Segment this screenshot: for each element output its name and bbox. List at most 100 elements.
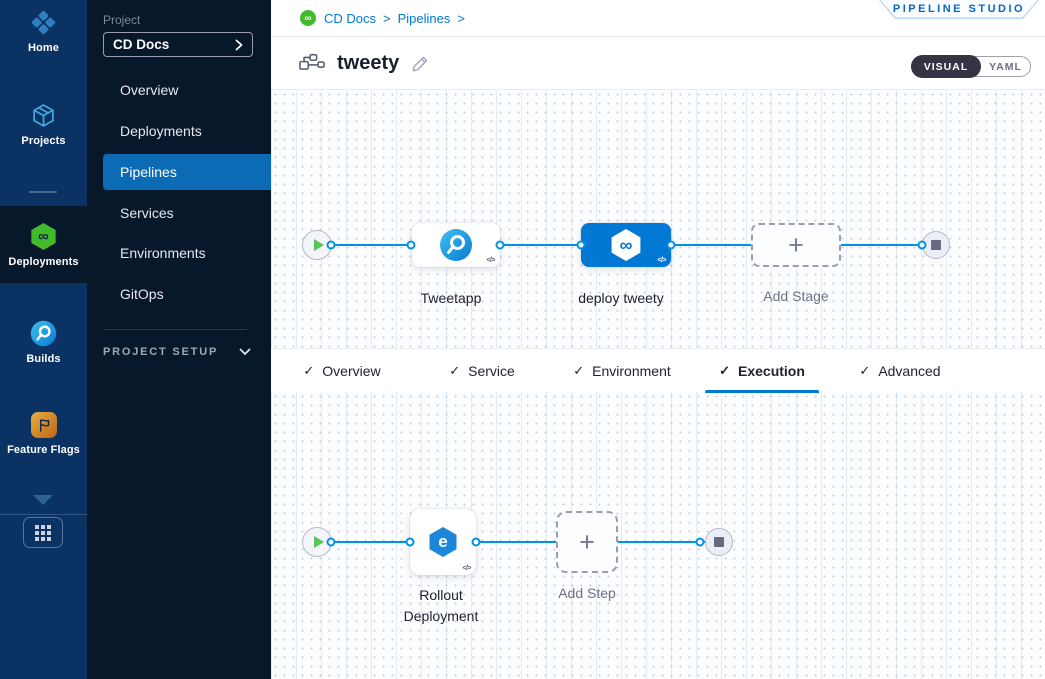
tab-label: Environment bbox=[592, 363, 671, 379]
project-sidebar: Project CD Docs Overview Deployments Pip… bbox=[87, 0, 271, 679]
breadcrumb-separator: > bbox=[383, 10, 391, 26]
stage-label-deploy-tweety: deploy tweety bbox=[578, 290, 664, 306]
add-stage-button[interactable]: + bbox=[751, 223, 841, 267]
visual-yaml-toggle[interactable]: VISUAL YAML bbox=[911, 55, 1031, 78]
code-icon: </> bbox=[462, 565, 471, 572]
tab-overview[interactable]: ✓ Overview bbox=[303, 349, 380, 393]
connector-port[interactable] bbox=[471, 537, 481, 547]
stop-icon bbox=[714, 537, 724, 547]
check-icon: ✓ bbox=[573, 363, 585, 378]
connector-port[interactable] bbox=[666, 240, 676, 250]
stage-label-tweetapp: Tweetapp bbox=[420, 290, 482, 306]
module-rail: Home Projects ∞ Deployments Builds Featu… bbox=[0, 0, 87, 679]
infinity-glyph: ∞ bbox=[619, 234, 633, 255]
module-item-projects[interactable]: Projects bbox=[0, 102, 87, 147]
check-icon: ✓ bbox=[859, 363, 871, 378]
projects-icon bbox=[33, 104, 54, 127]
infinity-glyph: ∞ bbox=[304, 12, 312, 24]
rollout-e-glyph: e bbox=[438, 532, 448, 551]
step-label-rollout-deployment: Rollout Deployment bbox=[403, 587, 479, 624]
add-step-button[interactable]: + bbox=[556, 511, 618, 573]
edit-pencil-icon[interactable] bbox=[411, 54, 430, 73]
stage-canvas: </> ∞ </> + Tweetapp deploy tweety Add S… bbox=[271, 90, 1045, 348]
tab-advanced[interactable]: ✓ Advanced bbox=[859, 349, 940, 393]
code-icon: </> bbox=[486, 257, 495, 264]
builds-ci-icon bbox=[30, 320, 57, 347]
tab-label: Execution bbox=[738, 363, 805, 379]
rollout-deployment-icon: e bbox=[429, 527, 457, 557]
module-item-deployments[interactable]: ∞ Deployments bbox=[0, 206, 87, 283]
stage-node-tweetapp[interactable]: </> bbox=[412, 223, 500, 267]
connector-port[interactable] bbox=[326, 240, 336, 250]
check-icon: ✓ bbox=[449, 363, 461, 378]
connector-port[interactable] bbox=[405, 537, 415, 547]
ci-stage-icon bbox=[440, 229, 472, 261]
connector-port[interactable] bbox=[495, 240, 505, 250]
project-selector[interactable]: CD Docs bbox=[103, 32, 253, 57]
step-connector-line bbox=[331, 541, 705, 543]
project-selector-value: CD Docs bbox=[113, 37, 170, 52]
execution-end-node[interactable] bbox=[705, 528, 733, 556]
tab-label: Overview bbox=[322, 363, 381, 379]
project-setup-toggle[interactable]: PROJECT SETUP bbox=[103, 346, 251, 358]
stop-icon bbox=[931, 240, 941, 250]
stage-node-deploy-tweety[interactable]: ∞ </> bbox=[581, 223, 671, 267]
add-step-label: Add Step bbox=[558, 585, 616, 601]
pipeline-studio-badge-label: PIPELINE STUDIO bbox=[892, 2, 1026, 15]
tab-execution[interactable]: ✓ Execution bbox=[705, 349, 819, 393]
pipeline-graph-icon bbox=[299, 53, 325, 70]
step-node-rollout-deployment[interactable]: e </> bbox=[410, 509, 476, 575]
grid-icon bbox=[35, 524, 51, 541]
module-grid-button[interactable] bbox=[23, 517, 63, 548]
toggle-yaml-option[interactable]: YAML bbox=[989, 60, 1022, 73]
infinity-glyph: ∞ bbox=[38, 228, 49, 245]
sidebar-item-pipelines[interactable]: Pipelines bbox=[103, 154, 271, 190]
connector-port[interactable] bbox=[695, 537, 705, 547]
module-item-home[interactable]: Home bbox=[0, 9, 87, 54]
connector-port[interactable] bbox=[406, 240, 416, 250]
project-section-label: Project bbox=[103, 13, 141, 27]
more-modules-chevron-icon[interactable] bbox=[33, 495, 53, 505]
plus-icon: + bbox=[579, 526, 595, 557]
home-icon bbox=[31, 10, 56, 35]
project-setup-label: PROJECT SETUP bbox=[103, 346, 219, 358]
pipeline-studio-badge: PIPELINE STUDIO bbox=[879, 0, 1039, 19]
module-label: Deployments bbox=[8, 256, 79, 268]
sidebar-divider bbox=[103, 329, 247, 330]
rail-divider bbox=[29, 191, 57, 193]
connector-port[interactable] bbox=[326, 537, 336, 547]
pipeline-end-node[interactable] bbox=[922, 231, 950, 259]
module-item-builds[interactable]: Builds bbox=[0, 320, 87, 365]
cd-stage-icon: ∞ bbox=[611, 229, 641, 261]
module-label: Builds bbox=[26, 353, 61, 365]
connector-port[interactable] bbox=[576, 240, 586, 250]
tab-label: Advanced bbox=[878, 363, 941, 379]
tab-environment[interactable]: ✓ Environment bbox=[573, 349, 671, 393]
check-icon: ✓ bbox=[303, 363, 315, 378]
toggle-visual-option[interactable]: VISUAL bbox=[911, 55, 981, 78]
execution-canvas: e </> + Rollout Deployment Add Step bbox=[271, 392, 1045, 679]
module-label: Projects bbox=[21, 135, 66, 147]
deployments-cd-icon: ∞ bbox=[31, 223, 56, 250]
play-icon bbox=[313, 536, 324, 548]
play-icon bbox=[313, 239, 324, 251]
stage-config-tabs: ✓ Overview ✓ Service ✓ Environment ✓ Exe… bbox=[271, 348, 1045, 393]
chevron-down-icon bbox=[239, 348, 251, 355]
plus-icon: + bbox=[788, 229, 804, 260]
main-content: ∞ CD Docs > Pipelines > PIPELINE STUDIO … bbox=[271, 0, 1045, 679]
sidebar-item-overview[interactable]: Overview bbox=[120, 82, 179, 98]
breadcrumb-link-pipelines[interactable]: Pipelines bbox=[397, 10, 451, 26]
breadcrumb-link-project[interactable]: CD Docs bbox=[324, 10, 377, 26]
sidebar-item-services[interactable]: Services bbox=[120, 205, 174, 221]
add-stage-label: Add Stage bbox=[763, 288, 829, 304]
sidebar-item-deployments[interactable]: Deployments bbox=[120, 123, 202, 139]
module-item-feature-flags[interactable]: Feature Flags bbox=[0, 412, 87, 456]
connector-port[interactable] bbox=[917, 240, 927, 250]
chevron-right-icon bbox=[235, 39, 243, 50]
sidebar-item-environments[interactable]: Environments bbox=[120, 245, 206, 261]
code-icon: </> bbox=[657, 257, 666, 264]
cd-module-icon: ∞ bbox=[300, 10, 316, 26]
tab-service[interactable]: ✓ Service bbox=[449, 349, 515, 393]
sidebar-item-gitops[interactable]: GitOps bbox=[120, 286, 164, 302]
